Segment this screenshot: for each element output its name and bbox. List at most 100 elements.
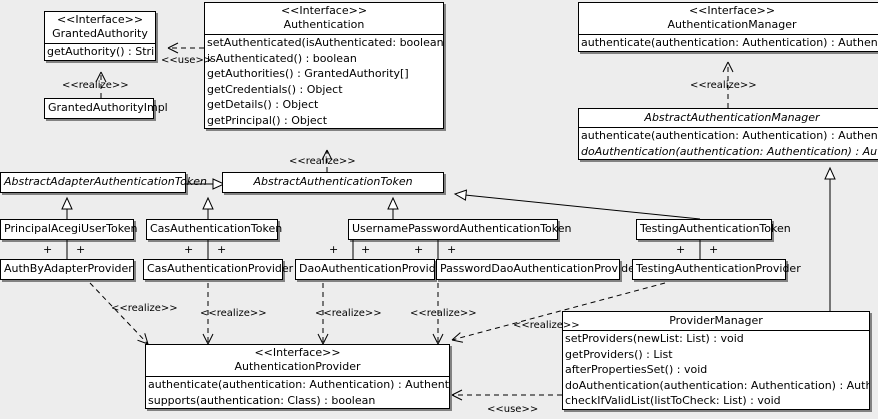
association-marker-username-password-token-4: +	[447, 243, 457, 256]
class-dao-authentication-provider[interactable]: DaoAuthenticationProvider	[295, 259, 447, 280]
class-name: DaoAuthenticationProvider	[299, 262, 447, 275]
class-header: AuthByAdapterProvider	[1, 260, 133, 279]
operation: getProviders() : List	[565, 347, 673, 361]
association-marker-username-password-token-1: +	[329, 243, 339, 256]
operation: getAuthorities() : GrantedAuthority[]	[207, 67, 409, 80]
class-name: PasswordDaoAuthenticationProvider	[440, 262, 640, 275]
class-testing-authentication-provider[interactable]: TestingAuthenticationProvider	[632, 259, 801, 280]
class-authentication[interactable]: <<Interface>> Authentication setAuthenti…	[204, 2, 444, 129]
edge-label-realize-abstract-authentication-token: <<realize>>	[289, 156, 356, 167]
operation: isAuthenticated() : boolean	[207, 51, 357, 65]
operation: setAuthenticated(isAuthenticated: boolea…	[207, 36, 443, 49]
class-principal-acegi-user-token[interactable]: PrincipalAcegiUserToken	[0, 219, 138, 240]
operation: doAuthentication(authentication: Authent…	[581, 144, 878, 158]
operations-compartment: authenticate(authentication: Authenticat…	[579, 128, 878, 159]
operation: authenticate(authentication: Authenticat…	[581, 129, 878, 142]
operation: getDetails() : Object	[207, 98, 319, 111]
edge-label-realize-cas-authentication-provider: <<realize>>	[200, 308, 267, 319]
operations-compartment: authenticate(authentication: Authenticat…	[579, 35, 878, 51]
edge-label-realize-password-dao-authentication-provider: <<realize>>	[410, 308, 477, 319]
operations-compartment: authenticate(authentication: Authenticat…	[146, 377, 449, 408]
divider	[563, 330, 869, 331]
class-name: Authentication	[283, 18, 365, 31]
divider	[146, 376, 449, 377]
class-name: PrincipalAcegiUserToken	[4, 222, 138, 235]
divider	[45, 43, 155, 44]
edge-label-use-provider-manager: <<use>>	[487, 404, 539, 415]
class-header: <<Interface>> AuthenticationManager	[579, 3, 878, 34]
class-header: UsernamePasswordAuthenticationToken	[349, 220, 572, 239]
class-abstract-adapter-authentication-token[interactable]: AbstractAdapterAuthenticationToken	[0, 172, 207, 193]
operation: supports(authentication: Class) : boolea…	[148, 393, 376, 407]
class-provider-manager[interactable]: ProviderManager setProviders(newList: Li…	[562, 311, 870, 410]
class-name: AbstractAdapterAuthenticationToken	[4, 175, 207, 188]
class-name: AuthByAdapterProvider	[4, 262, 133, 275]
operation: setProviders(newList: List) : void	[565, 332, 744, 345]
class-name: AbstractAuthenticationManager	[644, 111, 820, 124]
operations-compartment: getAuthority() : String	[45, 44, 155, 60]
class-abstract-authentication-manager[interactable]: AbstractAuthenticationManager authentica…	[578, 108, 878, 160]
class-header: AbstractAdapterAuthenticationToken	[1, 173, 207, 192]
class-cas-authentication-provider[interactable]: CasAuthenticationProvider	[143, 259, 294, 280]
class-name: AuthenticationProvider	[234, 360, 361, 373]
class-authentication-provider[interactable]: <<Interface>> AuthenticationProvider aut…	[145, 344, 450, 409]
class-granted-authority[interactable]: <<Interface>> GrantedAuthority getAuthor…	[44, 11, 156, 61]
class-header: ProviderManager	[563, 312, 869, 330]
association-marker-cas-authentication-token-left: +	[184, 243, 194, 256]
edge-label-realize-granted-authority-impl: <<realize>>	[62, 80, 129, 91]
edge-label-realize-authentication-manager: <<realize>>	[690, 80, 757, 91]
class-name: AbstractAuthenticationToken	[253, 175, 413, 188]
operation: getPrincipal() : Object	[207, 113, 328, 127]
association-marker-principal-acegi-user-token-left: +	[43, 243, 53, 256]
edge-label-use-granted-authority: <<use>>	[161, 55, 213, 66]
class-name: AuthenticationManager	[667, 18, 797, 31]
stereotype-label: <<Interface>>	[254, 346, 341, 359]
class-testing-authentication-token[interactable]: TestingAuthenticationToken	[636, 219, 791, 240]
class-password-dao-authentication-provider[interactable]: PasswordDaoAuthenticationProvider	[436, 259, 640, 280]
association-marker-username-password-token-2: +	[361, 243, 371, 256]
class-header: AbstractAuthenticationManager	[579, 109, 878, 127]
class-name: TestingAuthenticationToken	[640, 222, 791, 235]
edge-label-realize-dao-authentication-provider: <<realize>>	[315, 308, 382, 319]
operation: doAuthentication(authentication: Authent…	[565, 378, 869, 392]
edge-label-realize-auth-by-adapter-provider: <<realize>>	[111, 303, 178, 314]
class-header: TestingAuthenticationToken	[637, 220, 791, 239]
class-header: DaoAuthenticationProvider	[296, 260, 447, 279]
class-name: GrantedAuthority	[52, 27, 148, 40]
association-marker-testing-authentication-token-left: +	[676, 243, 686, 256]
edge-label-realize-testing-authentication-provider: <<realize>>	[513, 320, 580, 331]
class-name: UsernamePasswordAuthenticationToken	[352, 222, 572, 235]
operation: afterPropertiesSet() : void	[565, 363, 708, 376]
stereotype-label: <<Interface>>	[56, 13, 144, 26]
class-header: AbstractAuthenticationToken	[223, 173, 443, 192]
class-name: CasAuthenticationProvider	[147, 262, 294, 275]
operation: getAuthority() : String	[47, 45, 155, 58]
association-marker-principal-acegi-user-token-right: +	[76, 243, 86, 256]
class-granted-authority-impl[interactable]: GrantedAuthorityImpl	[44, 98, 168, 119]
class-cas-authentication-token[interactable]: CasAuthenticationToken	[146, 219, 283, 240]
class-name: GrantedAuthorityImpl	[48, 101, 168, 114]
class-header: PasswordDaoAuthenticationProvider	[437, 260, 640, 279]
class-header: GrantedAuthorityImpl	[45, 99, 168, 118]
class-auth-by-adapter-provider[interactable]: AuthByAdapterProvider	[0, 259, 134, 280]
class-name: ProviderManager	[669, 314, 763, 327]
class-header: <<Interface>> GrantedAuthority	[45, 12, 155, 43]
stereotype-label: <<Interface>>	[280, 4, 368, 17]
divider	[579, 127, 878, 128]
operations-compartment: setAuthenticated(isAuthenticated: boolea…	[205, 35, 443, 128]
class-name: CasAuthenticationToken	[150, 222, 283, 235]
operations-compartment: setProviders(newList: List) : void getPr…	[563, 331, 869, 409]
association-marker-testing-authentication-token-right: +	[709, 243, 719, 256]
class-abstract-authentication-token[interactable]: AbstractAuthenticationToken	[222, 172, 444, 193]
class-authentication-manager[interactable]: <<Interface>> AuthenticationManager auth…	[578, 2, 878, 52]
stereotype-label: <<Interface>>	[688, 4, 776, 17]
class-header: <<Interface>> Authentication	[205, 3, 443, 34]
class-header: CasAuthenticationProvider	[144, 260, 294, 279]
class-username-password-authentication-token[interactable]: UsernamePasswordAuthenticationToken	[348, 219, 572, 240]
operation: authenticate(authentication: Authenticat…	[581, 36, 878, 49]
divider	[579, 34, 878, 35]
divider	[205, 34, 443, 35]
class-name: TestingAuthenticationProvider	[636, 262, 801, 275]
association-marker-username-password-token-3: +	[414, 243, 424, 256]
